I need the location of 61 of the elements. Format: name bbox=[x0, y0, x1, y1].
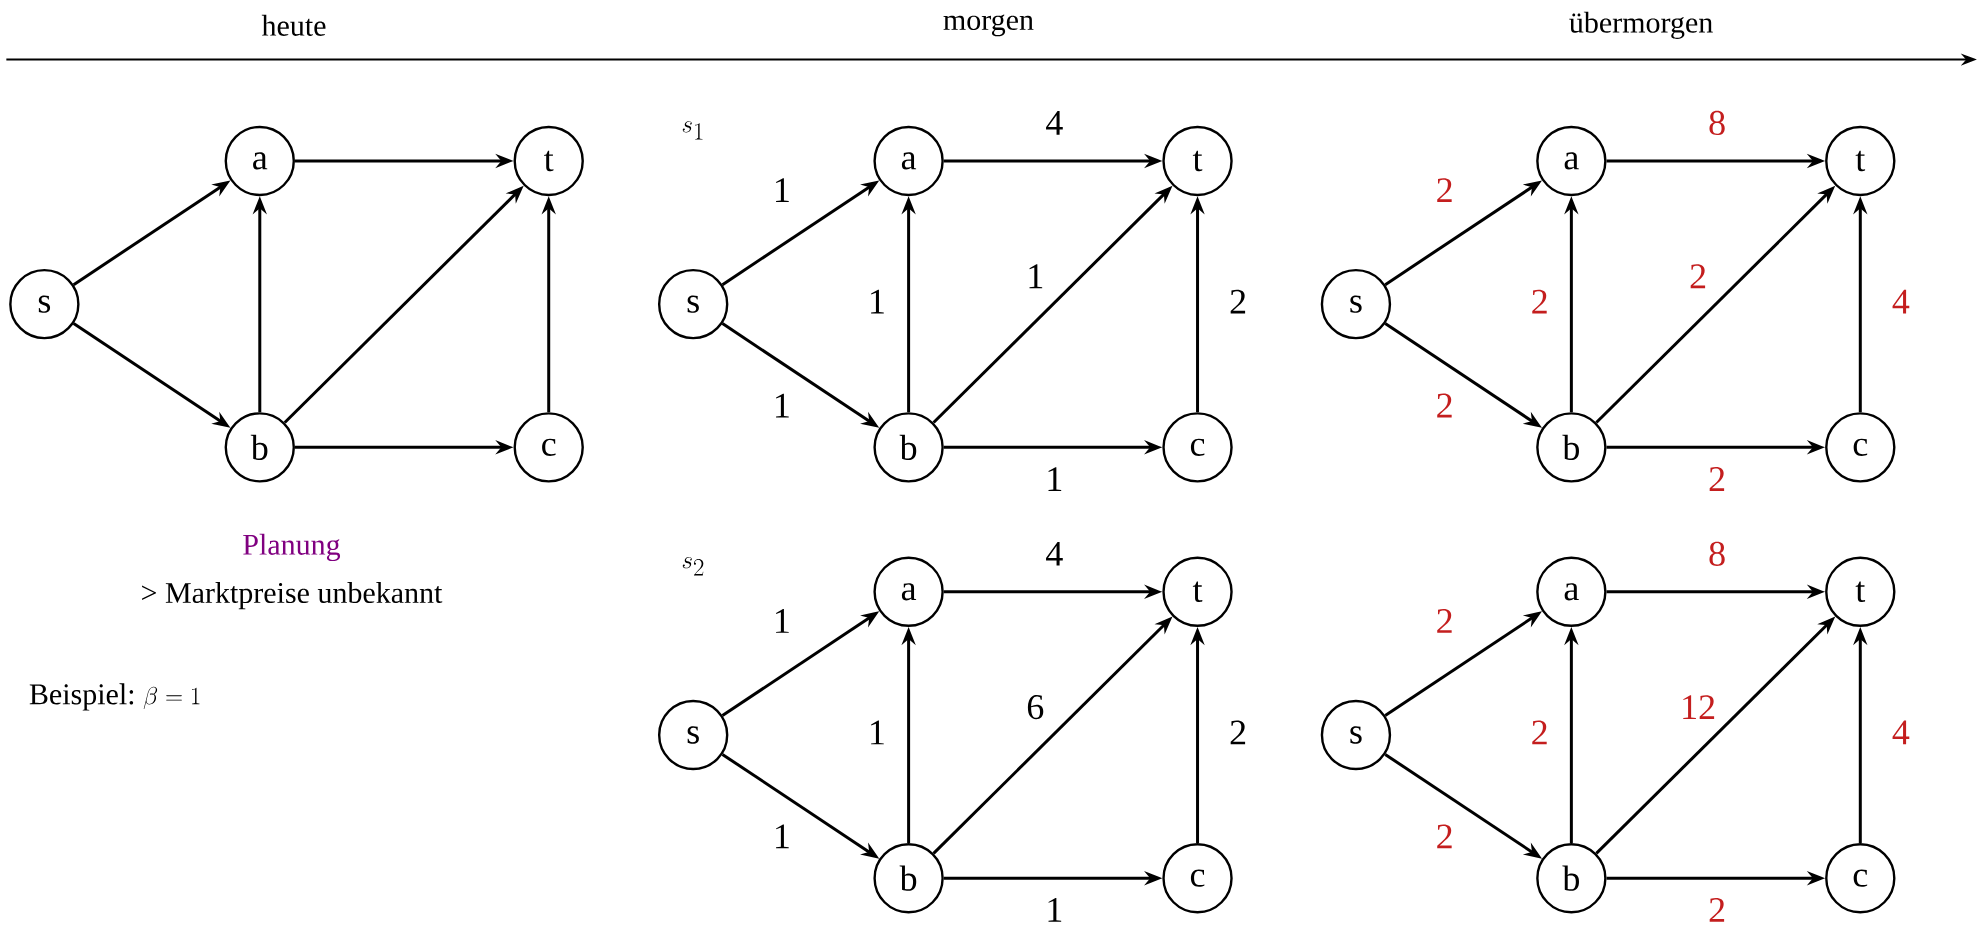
edge-label: 8 bbox=[1707, 540, 1728, 567]
edge-label: 2 bbox=[1228, 288, 1249, 315]
edge-label: 4 bbox=[1890, 719, 1911, 746]
graph-node: t bbox=[1825, 556, 1896, 628]
graph-node: a bbox=[1536, 125, 1607, 197]
edge-label: 1 bbox=[866, 719, 887, 746]
graph-node: c bbox=[513, 412, 584, 483]
note-text: > Marktpreise unbekannt bbox=[142, 582, 443, 610]
edge-label: 1 bbox=[866, 288, 887, 315]
graph-node: s bbox=[9, 269, 80, 340]
edge-label: 2 bbox=[1434, 608, 1455, 634]
graph-node: b bbox=[1536, 843, 1607, 914]
graph-node: b bbox=[873, 843, 944, 914]
graph-node: a bbox=[873, 556, 944, 628]
graph-node: s bbox=[657, 699, 729, 771]
edge-label: 2 bbox=[1434, 823, 1455, 850]
edge-label: 2 bbox=[1529, 288, 1550, 315]
graph-node: a bbox=[224, 125, 295, 197]
graph-node: c bbox=[1162, 412, 1233, 483]
edge-label: 4 bbox=[1044, 541, 1065, 567]
graph-node: a bbox=[1536, 556, 1607, 628]
edge-label: 2 bbox=[1688, 263, 1709, 290]
graph-node: c bbox=[1825, 843, 1896, 914]
graph-node: s bbox=[657, 269, 729, 340]
edge-label: 2 bbox=[1434, 392, 1455, 419]
graph-node: t bbox=[1162, 125, 1233, 197]
graph-node: t bbox=[1162, 556, 1233, 628]
column-heading: übermorgen bbox=[1569, 11, 1713, 40]
graph-node: t bbox=[1825, 125, 1896, 197]
graph-node: s bbox=[1320, 699, 1392, 771]
edge-label: 12 bbox=[1679, 694, 1718, 721]
graph-node: c bbox=[1162, 843, 1233, 914]
scenario-label: $s_1$ bbox=[682, 121, 703, 140]
edge-label: 8 bbox=[1707, 109, 1728, 137]
edge-label: 1 bbox=[771, 177, 792, 204]
graph-node: s bbox=[1320, 269, 1392, 340]
edge-label: 1 bbox=[1044, 897, 1065, 923]
edge-label: 2 bbox=[1707, 897, 1728, 923]
graph-node: a bbox=[873, 125, 944, 197]
graph-node: b bbox=[224, 412, 295, 483]
edge-label: 2 bbox=[1529, 719, 1550, 746]
graph-node: t bbox=[513, 125, 584, 197]
scenario-label: $s_2$ bbox=[682, 557, 704, 576]
edge-label: 1 bbox=[771, 392, 792, 419]
edge-label: 1 bbox=[771, 608, 792, 634]
edge-label: 6 bbox=[1025, 694, 1046, 721]
edge-label: 2 bbox=[1434, 177, 1455, 204]
column-heading: morgen bbox=[943, 14, 1034, 37]
note-text: Planung bbox=[243, 533, 341, 562]
graph-node: b bbox=[1536, 412, 1607, 483]
edge-label: 1 bbox=[771, 823, 792, 850]
edge-label: 4 bbox=[1044, 110, 1065, 136]
edge-label: 1 bbox=[1025, 263, 1046, 290]
graph-node: c bbox=[1825, 412, 1896, 483]
graph-node: b bbox=[873, 412, 944, 483]
edge-label: 2 bbox=[1228, 719, 1249, 746]
column-heading: heute bbox=[261, 14, 326, 36]
edge-label: 1 bbox=[1044, 466, 1065, 492]
edge-label: 4 bbox=[1890, 288, 1911, 315]
edge-label: 2 bbox=[1707, 466, 1728, 492]
note-text: Beispiel: $\beta=1$ bbox=[29, 683, 200, 711]
